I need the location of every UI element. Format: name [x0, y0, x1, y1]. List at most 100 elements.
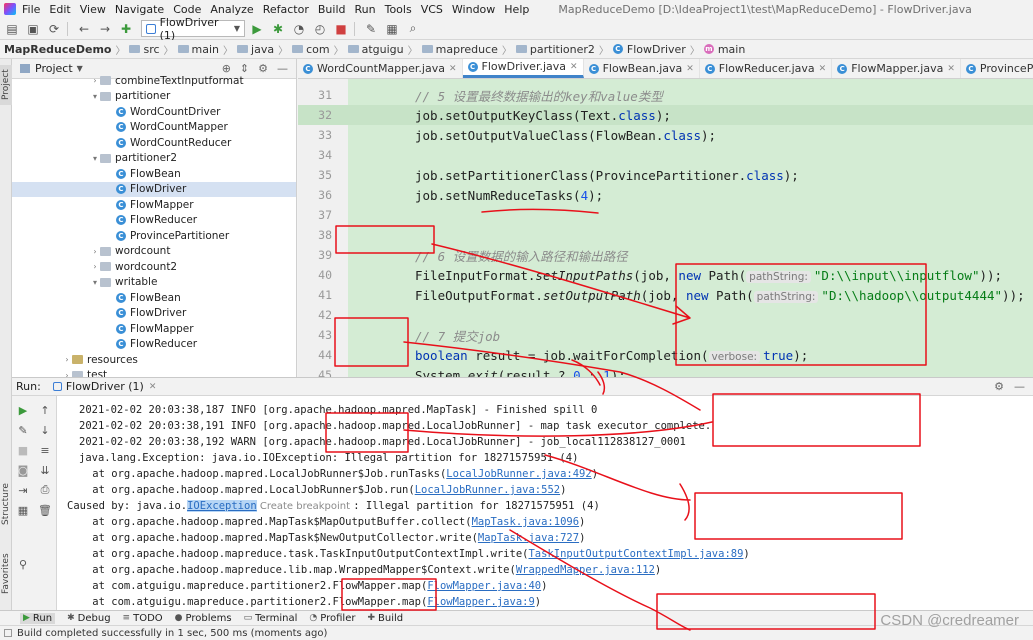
project-panel-title[interactable]: Project	[35, 62, 73, 75]
menu-vcs[interactable]: VCS	[420, 2, 443, 16]
run-tab[interactable]: FlowDriver (1) ✕	[52, 380, 157, 393]
tree-item-partitioner2[interactable]: ▾partitioner2	[12, 151, 296, 166]
menu-view[interactable]: View	[79, 2, 106, 16]
menu-help[interactable]: Help	[504, 2, 530, 16]
menu-build[interactable]: Build	[317, 2, 346, 16]
close-icon[interactable]: ✕	[148, 381, 157, 392]
camera-icon[interactable]: ◙	[17, 463, 29, 477]
breadcrumb-com[interactable]: com	[306, 42, 330, 56]
exception-link[interactable]: IOException	[187, 500, 257, 512]
close-icon[interactable]: ✕	[686, 63, 694, 74]
breadcrumb-atguigu[interactable]: atguigu	[361, 42, 404, 56]
source-link[interactable]: WrappedMapper.java:112	[515, 564, 655, 576]
menu-tools[interactable]: Tools	[384, 2, 412, 16]
chevron-down-icon[interactable]: ▼	[76, 64, 83, 73]
close-icon[interactable]: ✕	[947, 63, 955, 74]
save-all-icon[interactable]: ▣	[27, 21, 39, 36]
chevron-right-icon[interactable]: ›	[93, 262, 97, 271]
scroll-to-end-icon[interactable]: ⇊	[40, 463, 50, 477]
settings-wrench-icon[interactable]: ✎	[365, 21, 377, 36]
close-icon[interactable]: ✕	[448, 63, 457, 74]
source-link[interactable]: FlowMapper.java:9	[427, 596, 535, 608]
chevron-down-icon[interactable]: ▾	[92, 91, 97, 101]
tree-item-combinetextinputformat[interactable]: ›combineTextInputformat	[12, 73, 296, 88]
breadcrumb-flowdriver[interactable]: FlowDriver	[626, 42, 686, 56]
code-editor[interactable]: 31 // 5 设置最终数据输出的key和value类型 32 job.setO…	[298, 79, 1033, 377]
create-breakpoint-hint[interactable]: Create breakpoint	[256, 500, 354, 512]
tool-tab-todo[interactable]: ≡TODO	[123, 613, 163, 624]
debug-icon[interactable]: ✱	[272, 21, 284, 36]
side-tab-favorites[interactable]: Favorites	[1, 553, 11, 595]
breadcrumb-main-method[interactable]: main	[717, 42, 746, 56]
run-configuration-select[interactable]: FlowDriver (1) ▼	[141, 16, 245, 42]
tree-item-wordcount2[interactable]: ›wordcount2	[12, 259, 296, 274]
hide-icon[interactable]: —	[277, 62, 288, 75]
close-icon[interactable]: ✕	[818, 63, 827, 74]
gear-icon[interactable]: ⚙	[258, 62, 268, 75]
close-icon[interactable]: ✕	[570, 61, 578, 72]
rerun-icon[interactable]: ▶	[18, 403, 28, 417]
hide-icon[interactable]: —	[1014, 380, 1025, 393]
wrench-icon[interactable]: ✎	[18, 423, 28, 437]
tree-item-test[interactable]: ›test	[12, 368, 296, 377]
forward-arrow-icon[interactable]: →	[99, 21, 111, 36]
source-link[interactable]: MapTask.java:1096	[471, 516, 580, 528]
breadcrumb-mapreduce[interactable]: mapreduce	[435, 42, 498, 56]
stop-icon[interactable]: ■	[17, 443, 29, 457]
source-link[interactable]: TaskInputOutputContextImpl.java:89	[528, 548, 744, 560]
scroll-up-icon[interactable]: ↑	[40, 403, 50, 417]
side-tab-project[interactable]: Project	[0, 65, 12, 105]
console-output[interactable]: 2021-02-02 20:03:38,187 INFO [org.apache…	[57, 396, 1033, 610]
build-hammer-icon[interactable]: ✚	[120, 21, 132, 36]
back-arrow-icon[interactable]: ←	[78, 21, 90, 36]
side-tab-structure[interactable]: Structure	[1, 483, 11, 525]
open-folder-icon[interactable]: ▤	[6, 21, 18, 36]
profile-icon[interactable]: ◴	[314, 21, 326, 36]
tool-tab-terminal[interactable]: ▭Terminal	[244, 613, 298, 624]
chevron-right-icon[interactable]: ›	[65, 355, 69, 364]
print-icon[interactable]: ⎙	[40, 483, 50, 496]
menu-run[interactable]: Run	[354, 2, 376, 16]
breadcrumb-main[interactable]: main	[191, 42, 220, 56]
gear-icon[interactable]: ⚙	[994, 380, 1004, 393]
chevron-down-icon[interactable]: ▾	[92, 153, 97, 163]
tool-tab-run[interactable]: ▶Run	[20, 612, 56, 624]
search-icon[interactable]: ⌕	[409, 21, 417, 35]
soft-wrap-icon[interactable]: ≡	[40, 443, 50, 457]
exit-icon[interactable]: ⇥	[18, 483, 28, 497]
run-icon[interactable]: ▶	[252, 21, 262, 36]
globe-icon[interactable]: ⊕	[221, 62, 231, 75]
breadcrumb-src[interactable]: src	[143, 42, 160, 56]
coverage-icon[interactable]: ◔	[293, 21, 305, 36]
tree-item-wordcount[interactable]: ›wordcount	[12, 244, 296, 259]
stop-icon[interactable]: ■	[335, 21, 347, 36]
menu-edit[interactable]: Edit	[49, 2, 71, 16]
source-link[interactable]: LocalJobRunner.java:492	[446, 468, 592, 480]
tool-tab-build[interactable]: ✚Build	[367, 613, 403, 624]
project-structure-icon[interactable]: ▦	[386, 21, 398, 36]
breadcrumb-partitioner2[interactable]: partitioner2	[529, 42, 595, 56]
source-link[interactable]: FlowMapper.java:40	[427, 580, 542, 592]
tree-item-resources[interactable]: ›resources	[12, 352, 296, 367]
menu-analyze[interactable]: Analyze	[210, 2, 254, 16]
collapse-all-icon[interactable]: ⇕	[239, 62, 250, 75]
breadcrumb-java[interactable]: java	[251, 42, 275, 56]
menu-refactor[interactable]: Refactor	[262, 2, 309, 16]
